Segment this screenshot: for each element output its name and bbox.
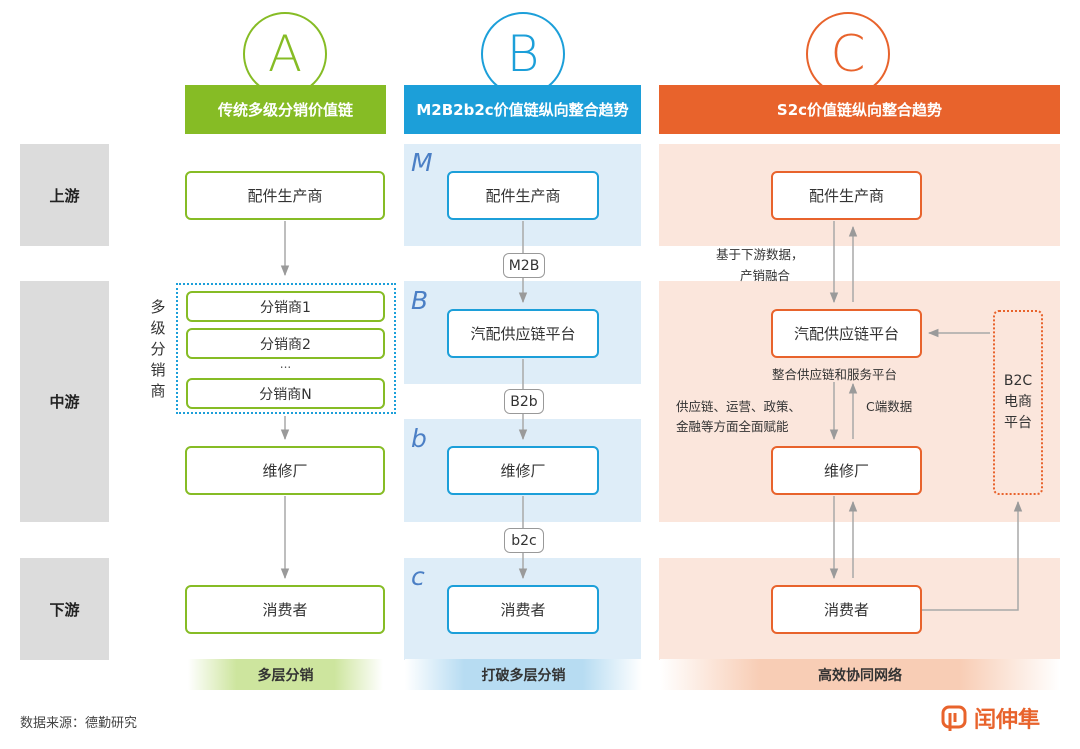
- annotation-platform-integration: 整合供应链和服务平台: [772, 367, 898, 382]
- stage-upstream: 上游: [20, 144, 109, 246]
- column-c-repair-shop: 维修厂: [771, 446, 922, 495]
- column-c-supply-chain-platform: 汽配供应链平台: [771, 309, 922, 358]
- annotation-upstream-data-2: 产销融合: [740, 268, 791, 283]
- column-b-tier-letter-b-lower: b: [411, 424, 427, 453]
- column-c-b2c-platform-label: B2C电商平台: [1003, 373, 1033, 431]
- column-a-distributor-n: 分销商N: [186, 378, 385, 409]
- column-b-footer: 打破多层分销: [405, 659, 642, 690]
- brand-logo-icon: [941, 705, 967, 731]
- column-a-footer: 多层分销: [188, 659, 383, 690]
- column-b-parts-manufacturer: 配件生产商: [447, 171, 599, 220]
- column-b-letter-circle: B: [481, 12, 565, 96]
- annotation-empower-1: 供应链、运营、政策、: [676, 399, 802, 414]
- column-c-b2c-platform: B2C电商平台: [993, 310, 1043, 495]
- column-b-tier-letter-c: c: [411, 562, 425, 591]
- column-c-letter-circle: C: [806, 12, 890, 96]
- link-label-b2c: b2c: [504, 528, 544, 553]
- stage-downstream: 下游: [20, 558, 109, 660]
- column-b-tier-letter-m: M: [411, 148, 433, 177]
- brand-logo-text: 闰伸隼: [974, 708, 1041, 733]
- data-source: 数据来源：德勤研究: [20, 716, 138, 731]
- annotation-empower-2: 金融等方面全面赋能: [676, 419, 789, 434]
- link-label-m2b: M2B: [503, 253, 545, 278]
- column-b-repair-shop: 维修厂: [447, 446, 599, 495]
- annotation-upstream-data-1: 基于下游数据，: [716, 247, 804, 262]
- annotation-c-end-data: C端数据: [866, 399, 913, 414]
- column-c-footer: 高效协同网络: [660, 659, 1060, 690]
- brand-logo: 闰伸隼: [940, 702, 1040, 734]
- column-b-tier-letter-b-upper: B: [411, 286, 429, 315]
- column-a-distributor-ellipsis: ...: [279, 357, 292, 371]
- column-c-title: S2c价值链纵向整合趋势: [659, 85, 1060, 134]
- column-a-repair-shop: 维修厂: [185, 446, 385, 495]
- column-a-multi-level-label: 多级分销商: [150, 298, 166, 400]
- column-a-parts-manufacturer: 配件生产商: [185, 171, 385, 220]
- column-a-title: 传统多级分销价值链: [185, 85, 386, 134]
- stage-midstream: 中游: [20, 281, 109, 522]
- column-c-parts-manufacturer: 配件生产商: [771, 171, 922, 220]
- column-a-distributor-group: [176, 283, 396, 414]
- column-a-distributor-1: 分销商1: [186, 291, 385, 322]
- column-a-distributor-2: 分销商2: [186, 328, 385, 359]
- column-b-consumer: 消费者: [447, 585, 599, 634]
- column-b-title: M2B2b2c价值链纵向整合趋势: [404, 85, 641, 134]
- arrow-c-consumer-to-b2c: [922, 500, 1023, 611]
- column-c-consumer: 消费者: [771, 585, 922, 634]
- column-b-supply-chain-platform: 汽配供应链平台: [447, 309, 599, 358]
- column-a-consumer: 消费者: [185, 585, 385, 634]
- link-label-b2b: B2b: [504, 389, 544, 414]
